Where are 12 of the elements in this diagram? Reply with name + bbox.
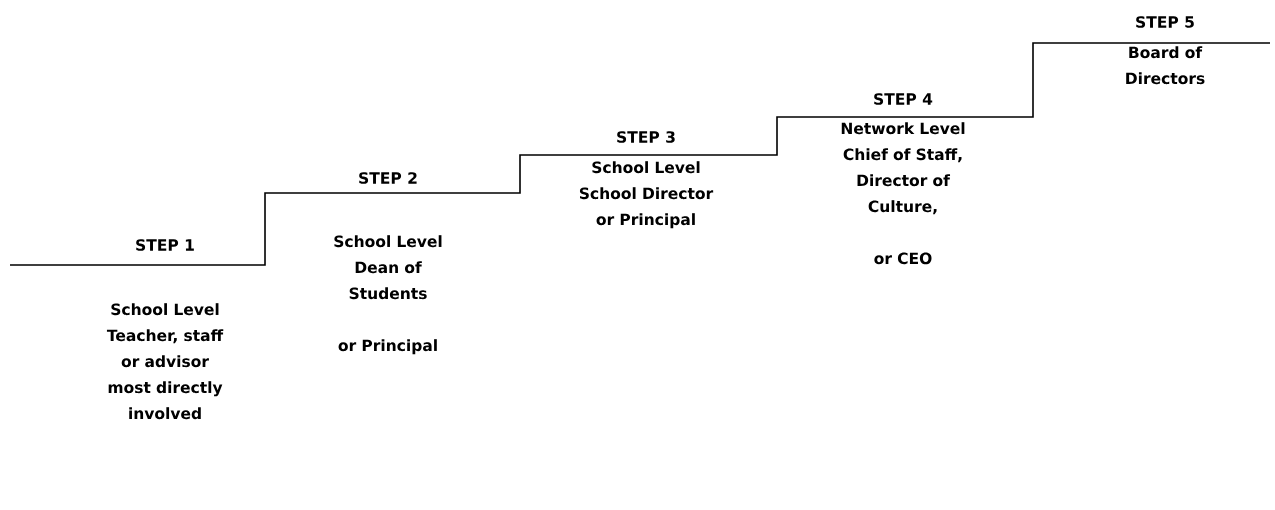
step-description: School Level Dean of Students or Principal xyxy=(334,235,442,355)
step-heading: STEP 2 xyxy=(359,172,417,184)
step-heading: STEP 3 xyxy=(617,131,675,143)
step-description: Network Level Chief of Staff, Director of Culture, or CEO xyxy=(841,122,965,265)
step-description: School Level School Director or Principal xyxy=(579,161,714,229)
node-label: or Principal xyxy=(338,339,437,355)
step-heading: STEP 4 xyxy=(874,93,933,105)
step-description: Board of Directors xyxy=(1126,46,1205,85)
step-heading: STEP 5 xyxy=(1136,16,1194,28)
step-description: School Level Teacher, staff or advisor most directly involved xyxy=(106,303,224,420)
node-label: School Level Dean of Students xyxy=(334,235,442,300)
step-heading: STEP 1 xyxy=(136,239,194,251)
